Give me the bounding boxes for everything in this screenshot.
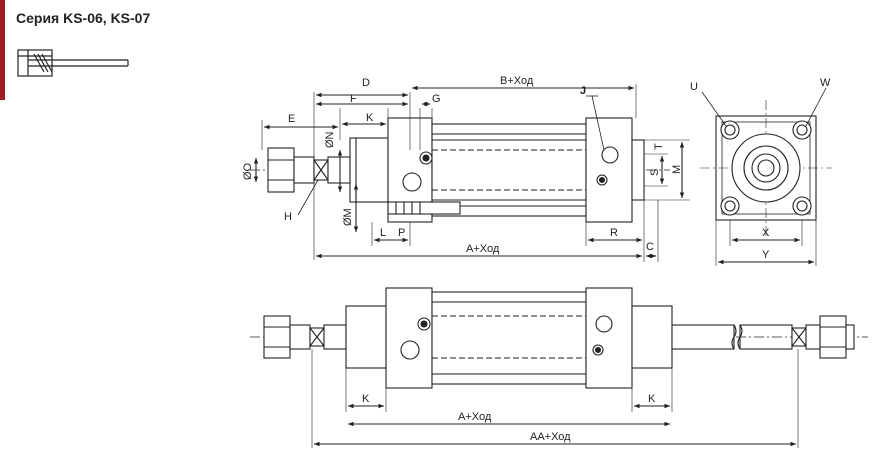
- dim-phi-m: ØM: [342, 208, 354, 226]
- dim-phi-n: ØN: [324, 131, 336, 148]
- dim-u: U: [690, 81, 698, 93]
- dim-j: J: [580, 85, 586, 97]
- end-view: [700, 87, 832, 266]
- dim-phi-o: ØO: [242, 162, 254, 180]
- dim-y: Y: [762, 249, 770, 261]
- dim-f: F: [350, 93, 357, 105]
- dim-x: X: [762, 227, 770, 239]
- dim-c: C: [646, 241, 654, 253]
- dim-p: P: [398, 227, 405, 239]
- dim-a-stroke: A+Ход: [466, 243, 500, 255]
- dim-k-right: K: [648, 393, 656, 405]
- dim-h: H: [284, 211, 292, 223]
- dim-e: E: [288, 113, 295, 125]
- dim-l: L: [380, 227, 386, 239]
- dim-k: K: [366, 112, 374, 124]
- dim-s: S: [649, 169, 661, 176]
- accent-bar: [0, 0, 5, 100]
- dim-a-stroke-bottom: A+Ход: [458, 411, 492, 423]
- dim-r: R: [610, 227, 618, 239]
- dim-t: T: [653, 143, 665, 150]
- dim-k-left: K: [362, 393, 370, 405]
- bottom-view: [250, 287, 868, 448]
- side-view: [250, 84, 690, 262]
- series-title: Серия KS-06, KS-07: [16, 10, 151, 26]
- dim-m: M: [671, 165, 683, 174]
- dim-d: D: [362, 77, 370, 89]
- dim-aa-stroke: AA+Ход: [530, 431, 571, 443]
- dim-b-stroke: B+Ход: [500, 75, 534, 87]
- cylinder-symbol-icon: [17, 49, 129, 77]
- dim-w: W: [820, 77, 831, 89]
- dim-g: G: [432, 93, 441, 105]
